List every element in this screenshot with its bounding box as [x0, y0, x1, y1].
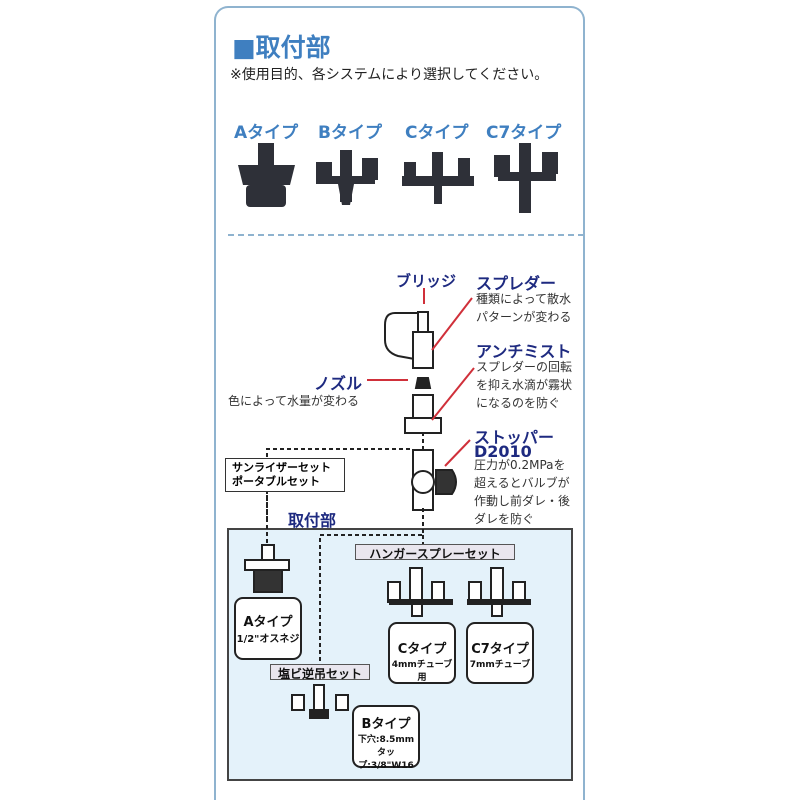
bridge-label: ブリッジ [396, 272, 457, 290]
c7-type-box: C7タイプ 7mmチューブ [466, 622, 534, 684]
stopper-desc: 圧力が0.2MPaを超えるとバルブが作動し前ダレ・後ダレを防ぐ [474, 458, 571, 526]
mount-label: 取付部 [288, 511, 337, 530]
stopper-model: D2010 [474, 442, 532, 461]
spreader-top [417, 311, 429, 333]
section-subtitle: ※使用目的、各システムにより選択してください。 [230, 67, 549, 83]
b-type-box: Bタイプ 下穴:8.5mm タップ:3/8"W16 [352, 705, 420, 771]
pvc-set-tag: 塩ビ逆吊セット [270, 664, 370, 681]
antimist-base [404, 417, 442, 434]
type-c7-photo [494, 143, 558, 213]
c-type-box: Cタイプ 4mmチューブ用 [388, 622, 456, 684]
spreader-body [412, 331, 434, 369]
stopper-valve [411, 470, 435, 494]
antimist-body [412, 394, 434, 421]
spreader-label: スプレダー [476, 274, 557, 293]
sunriser-set-label: サンライザーセット [232, 461, 331, 474]
nozzle-desc: 色によって水量が変わる [228, 394, 360, 408]
sunriser-set-box: サンライザーセット ポータブルセット [225, 458, 345, 492]
mount-parts [244, 544, 531, 719]
b-type-spec-hole: 下穴:8.5mm [357, 735, 415, 745]
type-c7-label: C7タイプ [486, 123, 562, 143]
type-b-photo [316, 150, 378, 205]
a-type-spec: 1/2"オスネジ [236, 634, 300, 645]
type-a-photo [238, 143, 295, 207]
b-type-name: Bタイプ [361, 717, 411, 732]
stopper-cap [435, 469, 457, 495]
nozzle-label: ノズル [314, 374, 363, 393]
c-type-spec: 4mmチューブ用 [391, 660, 453, 683]
type-b-label: Bタイプ [318, 123, 382, 143]
a-type-box: Aタイプ 1/2"オスネジ [234, 597, 302, 660]
spreader-desc: 種類によって散水パターンが変わる [476, 292, 572, 324]
type-c-label: Cタイプ [405, 123, 469, 143]
hanger-set-tag: ハンガースプレーセット [355, 544, 515, 561]
antimist-desc: スプレダーの回転を抑え水滴が霧状になるのを防ぐ [476, 360, 573, 410]
section-title: ■取付部 [232, 33, 331, 62]
c7-type-spec: 7mmチューブ [469, 660, 531, 670]
bridge-shape [384, 312, 425, 361]
antimist-label: アンチミスト [476, 342, 572, 361]
stopper-label: ストッパー [474, 428, 555, 447]
c-type-name: Cタイプ [397, 642, 447, 657]
c7-type-name: C7タイプ [471, 642, 529, 657]
a-type-name: Aタイプ [243, 615, 293, 630]
b-type-spec-tap: タップ:3/8"W16 [358, 748, 414, 771]
type-a-label: Aタイプ [234, 123, 299, 143]
nozzle-shape [414, 377, 432, 389]
section-divider [228, 234, 584, 236]
portable-set-label: ポータブルセット [232, 475, 320, 488]
type-c-photo [402, 152, 474, 204]
